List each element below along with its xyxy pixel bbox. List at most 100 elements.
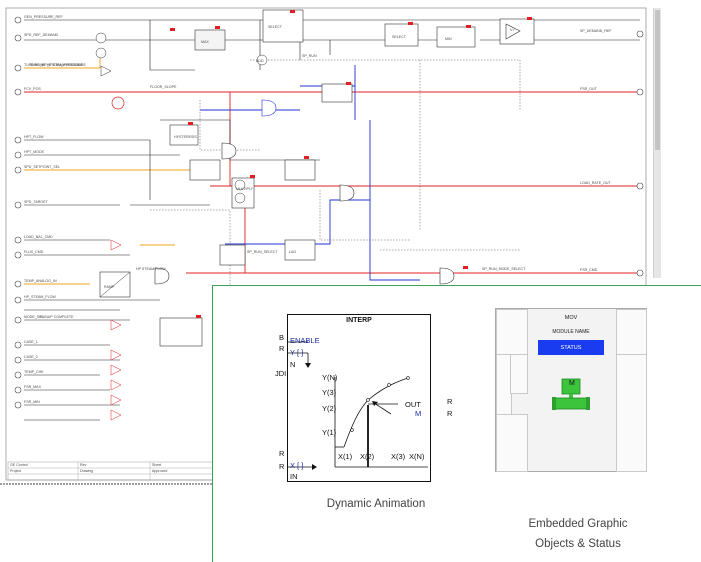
- input-label: SPD_TARGET: [24, 200, 49, 204]
- input-terminal[interactable]: [14, 296, 22, 304]
- output-label: FSR_OUT: [580, 87, 598, 91]
- block-label: LAG: [289, 250, 296, 254]
- input-terminal[interactable]: [14, 251, 22, 259]
- embedded-objects-caption-line2: Objects & Status: [535, 538, 621, 550]
- input-label: TURBINE_HP_STEAM_PRESSURE: [24, 63, 84, 67]
- block-label: SELECT: [268, 25, 283, 29]
- interp-enable-label: ENABLE: [290, 336, 320, 345]
- wire-label: SP_RUN_SELECT: [247, 250, 278, 254]
- block-label: V>: [510, 28, 515, 32]
- dynamic-animation-caption: Dynamic Animation: [326, 498, 426, 510]
- input-terminal[interactable]: [14, 136, 22, 144]
- wire-label: TURBINE HP STEAM PRESSURE: [30, 63, 86, 67]
- interp-y-label-3: Y(3): [322, 388, 337, 397]
- input-terminal[interactable]: [14, 16, 22, 24]
- input-terminal[interactable]: [14, 386, 22, 394]
- output-terminal[interactable]: [636, 269, 644, 277]
- block-label: ADD: [256, 59, 264, 63]
- block-label: RAMP: [104, 285, 115, 289]
- embedded-objects-caption-line1: Embedded Graphic: [528, 518, 628, 530]
- input-label: CASE_2: [24, 355, 38, 359]
- input-label: FCV_POS: [24, 87, 41, 91]
- title-block-cell: Approved: [152, 469, 167, 473]
- interp-y-pin: Y [ ]: [290, 348, 304, 357]
- input-label: HPT_FLOW: [24, 135, 44, 139]
- block-label: MAX: [201, 40, 209, 44]
- interp-x-label-1: X(1): [338, 452, 353, 461]
- interp-y-label-2: Y(2): [322, 404, 337, 413]
- output-label: SP_DEMAND_REF: [580, 29, 612, 33]
- wire-label: SP_RUN: [302, 54, 317, 58]
- title-block-cell: Drawing: [80, 469, 93, 473]
- input-terminal[interactable]: [14, 201, 22, 209]
- schematic-input-labels: GEN_PRESSURE_REF SPD_REF_DEMAND TURBINE_HP…: [14, 15, 84, 409]
- mov-status-button[interactable]: STATUS: [538, 340, 604, 355]
- mov-side-cell: [496, 414, 528, 472]
- input-label: FSR_MIN: [24, 400, 40, 404]
- mov-valve-label: M: [569, 380, 575, 387]
- input-terminal[interactable]: [14, 371, 22, 379]
- input-label: SPD_REF_DEMAND: [24, 33, 59, 37]
- output-terminal[interactable]: [636, 182, 644, 190]
- feature-overlay-panel: INTERP Y(N) Y(3) Y(2) Y(1) X(1: [212, 285, 701, 562]
- wire-label: FLOOR_SLOPE: [150, 85, 177, 89]
- title-block-cell: GE Control: [10, 463, 28, 467]
- interp-m-label: M: [415, 409, 422, 418]
- input-label: SPD_SETPOINT_SEL: [24, 165, 60, 169]
- input-terminal[interactable]: [14, 316, 22, 324]
- title-block-cell: Sheet: [152, 463, 161, 467]
- interp-block: INTERP Y(N) Y(3) Y(2) Y(1) X(1: [287, 314, 431, 482]
- wire-label: SP_RUN_MODE_SELECT: [482, 267, 526, 271]
- input-terminal[interactable]: [14, 166, 22, 174]
- interp-r-label-3: R: [279, 462, 285, 471]
- motor-valve-icon[interactable]: [552, 377, 592, 411]
- mov-side-cell: [616, 354, 647, 472]
- input-label: MODE_SEL: [24, 315, 44, 319]
- mov-faceplate: MOV MODULE NAME STATUS M: [495, 308, 647, 472]
- interp-r-label-2: R: [279, 449, 285, 458]
- input-label: LOAD_BAL_CMD: [24, 235, 53, 239]
- interp-r-label-1: R: [279, 344, 285, 353]
- interp-x-label-n: X(N): [409, 452, 425, 461]
- interp-r-out-label: R: [447, 397, 453, 406]
- input-terminal[interactable]: [14, 151, 22, 159]
- interp-x-label-3: X(3): [391, 452, 406, 461]
- input-label: FSR_MAX: [24, 385, 42, 389]
- schematic-drawing: GEN_PRESSURE_REF SPD_REF_DEMAND TURBINE_HP…: [0, 7, 653, 485]
- input-label: HP_STEAM_FLOW: [24, 295, 56, 299]
- input-label: TEMP_ANALOG_IN: [24, 279, 57, 283]
- input-terminal[interactable]: [14, 356, 22, 364]
- interp-title: INTERP: [346, 317, 372, 324]
- mov-side-cell: [496, 309, 528, 356]
- input-label: GEN_PRESSURE_REF: [24, 15, 64, 19]
- scrollbar-thumb[interactable]: [655, 10, 660, 150]
- mov-module-name: MODULE NAME: [552, 329, 590, 335]
- input-terminal[interactable]: [14, 401, 22, 409]
- title-block-cell: Rev: [80, 463, 87, 467]
- input-terminal[interactable]: [14, 88, 22, 96]
- title-block-cell: Project: [10, 469, 21, 473]
- vertical-scrollbar[interactable]: [653, 8, 661, 278]
- output-label: LOAD_RATE_OUT: [580, 181, 611, 185]
- schematic-block-labels: MAXMINSELECTSELECTADDMULTIPLYHYSTERESISV…: [104, 25, 515, 289]
- interp-b-label: B: [279, 333, 285, 342]
- input-terminal[interactable]: [14, 236, 22, 244]
- input-terminal[interactable]: [14, 341, 22, 349]
- mov-title: MOV: [564, 315, 578, 321]
- interp-x-pin: X [ ]: [290, 461, 304, 470]
- interp-x-label-2: X(2): [360, 452, 375, 461]
- input-terminal[interactable]: [14, 64, 22, 72]
- interp-graph: [288, 341, 428, 470]
- interp-y-label-n: Y(N): [322, 373, 338, 382]
- interp-n-pin: N: [290, 360, 296, 369]
- output-terminal[interactable]: [636, 30, 644, 38]
- interp-out-label: OUT: [405, 400, 421, 409]
- input-terminal[interactable]: [14, 34, 22, 42]
- output-terminal[interactable]: [636, 88, 644, 96]
- interp-in-pin: IN: [290, 472, 298, 481]
- schematic-wire-labels: TURBINE HP STEAM PRESSURE SP_RUN FLOOR_SLO…: [30, 54, 526, 319]
- input-terminal[interactable]: [14, 280, 22, 288]
- interp-jdi-label: JDI: [275, 369, 287, 378]
- interp-y-label-1: Y(1): [322, 428, 337, 437]
